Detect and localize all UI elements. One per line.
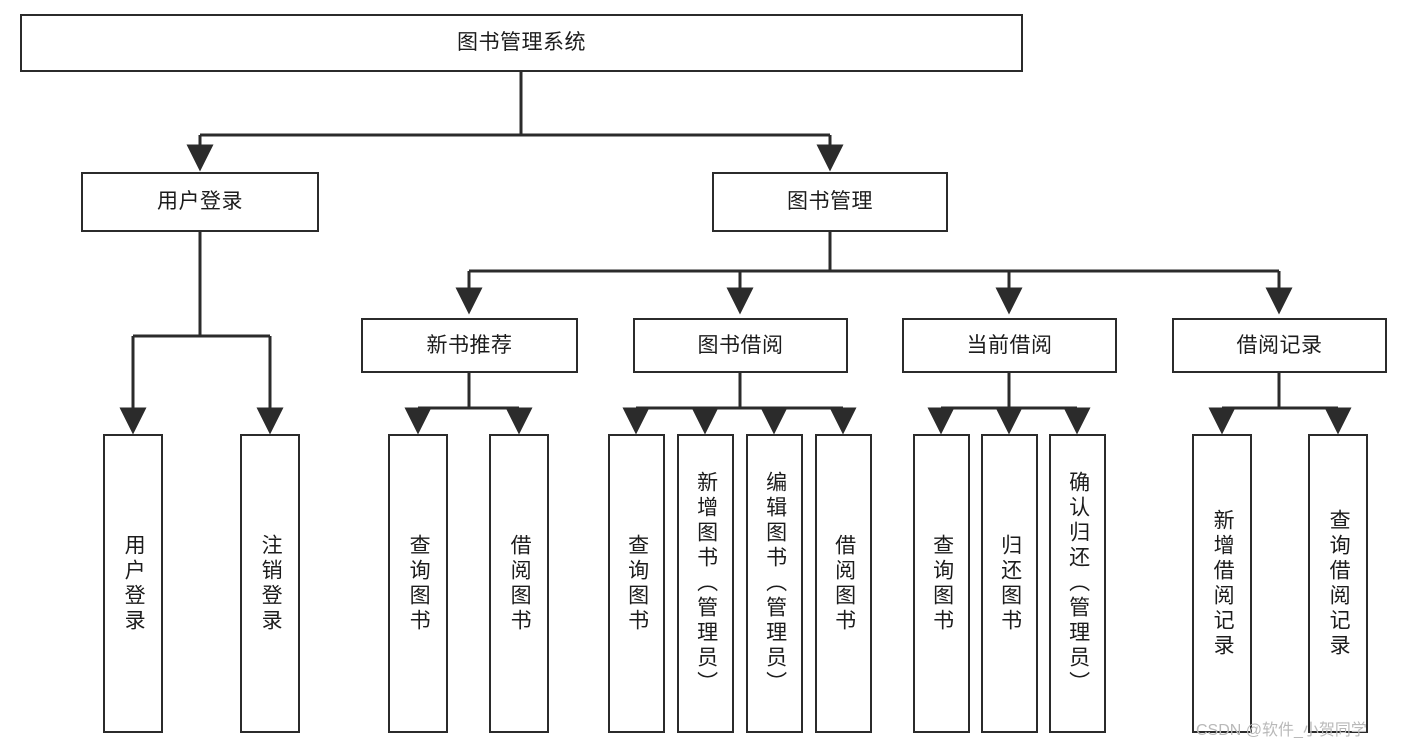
node-book-borrow-label: 图书借阅 xyxy=(697,333,784,357)
csdn-watermark: CSDN @软件_小贺同学 xyxy=(1196,722,1367,739)
node-leaf-confirm-return[interactable]: 确认归还（管理员） xyxy=(1049,434,1106,733)
node-leaf-add-record-label: 新增借阅记录 xyxy=(1211,508,1235,659)
node-borrow-record-label: 借阅记录 xyxy=(1236,333,1323,357)
node-leaf-query-book-3[interactable]: 查询图书 xyxy=(913,434,970,733)
node-leaf-user-login-label: 用户登录 xyxy=(122,533,146,634)
node-book-manage[interactable]: 图书管理 xyxy=(712,172,948,232)
node-leaf-query-record-label: 查询借阅记录 xyxy=(1327,508,1351,659)
node-user-login-label: 用户登录 xyxy=(157,190,243,214)
node-leaf-return-book[interactable]: 归还图书 xyxy=(981,434,1038,733)
node-leaf-borrow-book-2-label: 借阅图书 xyxy=(832,533,856,634)
node-leaf-logout[interactable]: 注销登录 xyxy=(240,434,300,733)
node-leaf-add-book-label: 新增图书（管理员） xyxy=(694,471,718,696)
node-user-login[interactable]: 用户登录 xyxy=(81,172,319,232)
node-leaf-query-book-2-label: 查询图书 xyxy=(625,533,649,634)
node-leaf-edit-book[interactable]: 编辑图书（管理员） xyxy=(746,434,803,733)
node-leaf-borrow-book-1-label: 借阅图书 xyxy=(508,533,532,634)
node-leaf-query-book-2[interactable]: 查询图书 xyxy=(608,434,665,733)
node-leaf-user-login[interactable]: 用户登录 xyxy=(103,434,163,733)
node-root-label: 图书管理系统 xyxy=(457,31,586,55)
node-leaf-query-book-1-label: 查询图书 xyxy=(407,533,431,634)
node-leaf-confirm-return-label: 确认归还（管理员） xyxy=(1066,471,1090,696)
node-book-borrow[interactable]: 图书借阅 xyxy=(633,318,848,373)
node-leaf-add-record[interactable]: 新增借阅记录 xyxy=(1192,434,1252,733)
node-leaf-query-book-1[interactable]: 查询图书 xyxy=(388,434,448,733)
node-leaf-add-book[interactable]: 新增图书（管理员） xyxy=(677,434,734,733)
node-borrow-record[interactable]: 借阅记录 xyxy=(1172,318,1387,373)
node-current-borrow-label: 当前借阅 xyxy=(966,333,1053,357)
node-root[interactable]: 图书管理系统 xyxy=(20,14,1023,72)
node-new-book-rec-label: 新书推荐 xyxy=(426,333,513,357)
node-book-manage-label: 图书管理 xyxy=(787,190,873,214)
node-leaf-borrow-book-2[interactable]: 借阅图书 xyxy=(815,434,872,733)
node-leaf-borrow-book-1[interactable]: 借阅图书 xyxy=(489,434,549,733)
node-leaf-return-book-label: 归还图书 xyxy=(998,533,1022,634)
node-new-book-rec[interactable]: 新书推荐 xyxy=(361,318,578,373)
node-leaf-query-book-3-label: 查询图书 xyxy=(930,533,954,634)
node-current-borrow[interactable]: 当前借阅 xyxy=(902,318,1117,373)
node-leaf-query-record[interactable]: 查询借阅记录 xyxy=(1308,434,1368,733)
node-leaf-logout-label: 注销登录 xyxy=(259,533,283,634)
node-leaf-edit-book-label: 编辑图书（管理员） xyxy=(763,471,787,696)
